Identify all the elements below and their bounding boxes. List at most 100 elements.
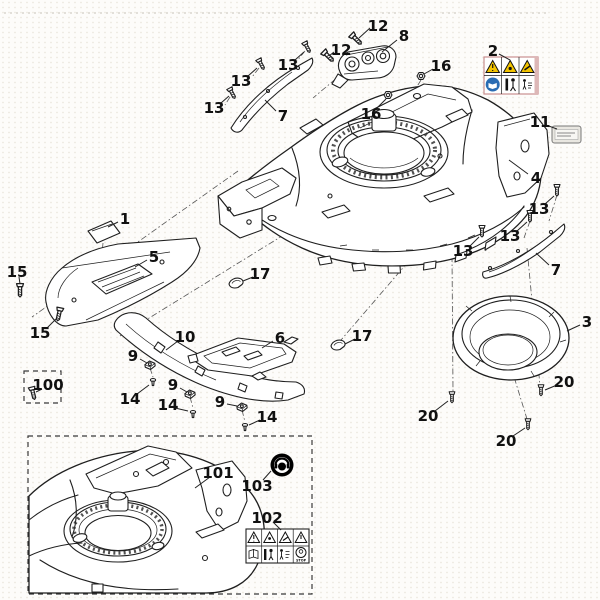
part-number-12: 12 — [331, 41, 352, 59]
clip-icon — [235, 401, 249, 413]
warning-triangle-icon — [294, 530, 308, 543]
callout-leader-20 — [434, 400, 449, 412]
front-bumper — [217, 167, 297, 239]
part-number-9: 9 — [215, 393, 225, 411]
part-number-13: 13 — [529, 200, 550, 218]
part-number-13: 13 — [278, 56, 299, 74]
part-number-101: 101 — [202, 464, 233, 482]
part-number-20: 20 — [496, 432, 517, 450]
warning-triangle-icon — [278, 530, 292, 543]
part-20-screws — [448, 384, 545, 431]
callout-leader-16 — [376, 98, 387, 109]
screw-icon — [301, 40, 314, 55]
part-number-7: 7 — [551, 261, 561, 279]
callout-leader-11 — [545, 124, 558, 130]
callout-leader-14 — [248, 419, 261, 426]
bystander-hazard-icon — [279, 549, 290, 560]
part-number-9: 9 — [168, 376, 178, 394]
warning-triangle-icon — [247, 530, 261, 543]
part-number-20: 20 — [554, 373, 575, 391]
stop-icon: STOP — [295, 547, 307, 563]
clip-icon — [143, 359, 157, 371]
part-number-17: 17 — [250, 265, 271, 283]
part-number-16: 16 — [361, 105, 382, 123]
callout-leader-100 — [35, 388, 43, 393]
part-103-ear-protection-icon — [270, 453, 294, 477]
part-number-6: 6 — [275, 329, 285, 347]
callout-leader-5 — [134, 259, 148, 268]
screw-icon — [553, 183, 561, 197]
stop-text: STOP — [296, 559, 307, 563]
callout-leader-1 — [107, 221, 119, 228]
part-5-front-baffle — [45, 237, 201, 327]
part-1-label-sticker — [87, 220, 121, 244]
part-number-14: 14 — [120, 390, 141, 408]
part-number-13: 13 — [500, 227, 521, 245]
part-number-14: 14 — [158, 396, 179, 414]
blade-hazard-icon — [505, 78, 516, 92]
part-number-15: 15 — [30, 324, 51, 342]
read-manual-icon — [248, 548, 259, 560]
part-102-warning-sticker: STOP — [245, 528, 310, 564]
callout-leader-13 — [544, 195, 555, 205]
callout-leader-7 — [264, 99, 277, 112]
bystander-distance-icon — [522, 79, 532, 90]
part-number-3: 3 — [582, 313, 592, 331]
main-housing-part — [217, 83, 550, 274]
part-number-8: 8 — [399, 27, 409, 45]
callout-leader-7 — [535, 252, 550, 266]
callout-leader-13 — [516, 221, 528, 232]
warning-triangle-icon — [485, 59, 501, 73]
callout-leader-102 — [272, 521, 282, 531]
callout-leader-20 — [512, 427, 526, 437]
callout-leader-3 — [566, 324, 581, 332]
read-manual-mandatory-icon — [485, 77, 500, 92]
clip-icon — [330, 339, 346, 351]
part-number-13: 13 — [204, 99, 225, 117]
part-101-housing-variant — [28, 445, 265, 594]
part-number-9: 9 — [128, 347, 138, 365]
part-number-100: 100 — [32, 376, 63, 394]
callout-leader-17 — [344, 338, 356, 345]
part-number-17: 17 — [352, 327, 373, 345]
pin-icon — [241, 422, 249, 432]
warning-triangle-icon — [519, 59, 535, 73]
part-number-20: 20 — [418, 407, 439, 425]
blade-hazard-icon — [264, 548, 274, 561]
callout-leader-13 — [220, 95, 230, 104]
part-6-mulch-insert — [187, 336, 299, 381]
callout-leader-17 — [242, 276, 254, 282]
inset-variant-box: STOP — [27, 435, 313, 595]
pin-icon — [149, 377, 157, 387]
warning-triangle-icon — [262, 530, 277, 543]
callout-leader-6 — [261, 340, 274, 349]
callout-leader-9 — [139, 358, 148, 364]
callout-leader-8 — [381, 39, 398, 53]
housing-right-wing — [495, 112, 550, 198]
callout-leader-15 — [46, 318, 57, 329]
part-number-11: 11 — [530, 113, 551, 131]
callout-leader-12 — [358, 27, 371, 39]
part-number-13: 13 — [453, 242, 474, 260]
callout-leader-13 — [294, 51, 305, 61]
blade-opening — [267, 108, 449, 222]
part-number-14: 14 — [257, 408, 278, 426]
part-100-option-box — [23, 370, 62, 404]
screw-icon — [448, 391, 456, 404]
part-number-12: 12 — [368, 17, 389, 35]
part-7-trim-strip-bottom — [482, 223, 566, 279]
callout-leader-12 — [328, 51, 335, 57]
screw-icon — [15, 283, 25, 298]
part-number-5: 5 — [149, 248, 159, 266]
callout-leader-15 — [18, 276, 21, 285]
callout-leader-9 — [226, 403, 238, 407]
warning-triangle-icon — [502, 59, 518, 73]
callout-leader-103 — [262, 470, 272, 481]
screw-icon — [255, 57, 268, 72]
part-7-trim-strip-top — [230, 57, 314, 133]
part-2-warning-sticker — [483, 56, 539, 95]
part-number-102: 102 — [251, 509, 282, 527]
callout-leader-16 — [423, 68, 434, 75]
